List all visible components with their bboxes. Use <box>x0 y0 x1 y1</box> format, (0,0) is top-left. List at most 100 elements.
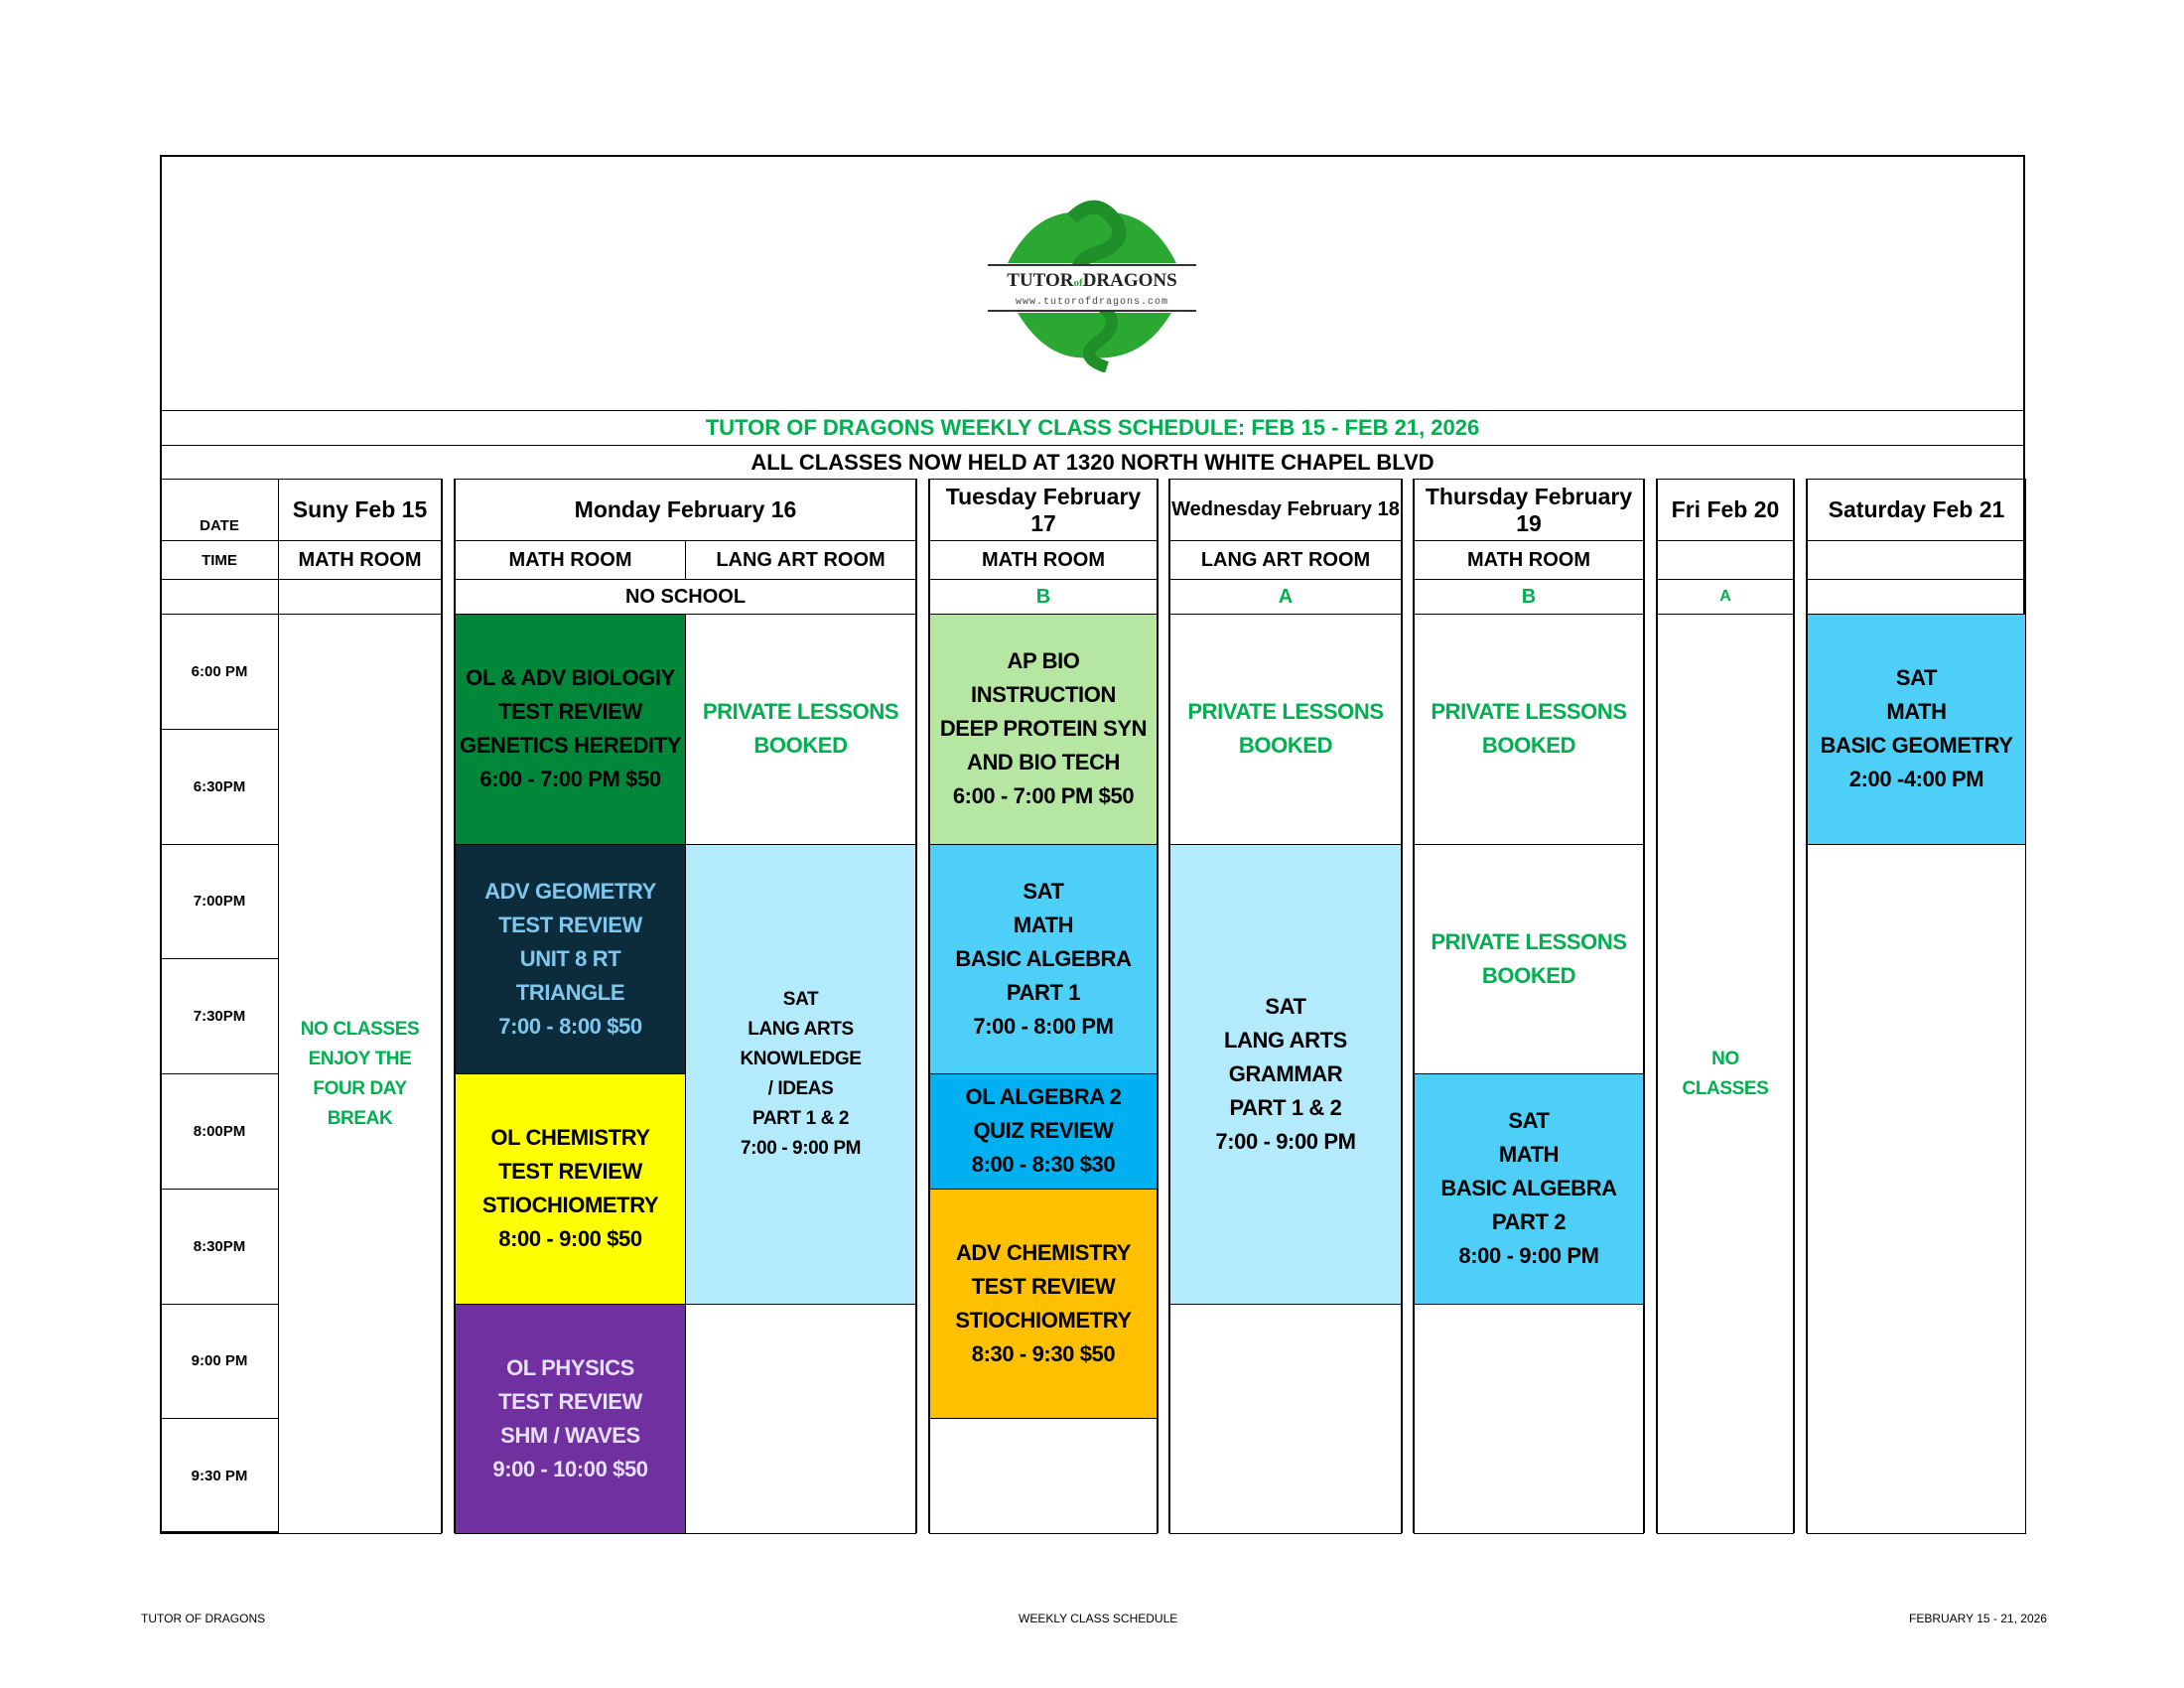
address-banner: ALL CLASSES NOW HELD AT 1320 NORTH WHITE… <box>160 445 2025 480</box>
class-block: ADV GEOMETRY TEST REVIEW UNIT 8 RT TRIANGLE… <box>455 843 686 1074</box>
class-block-line: LANG ARTS <box>748 1018 854 1040</box>
class-block-line: / IDEAS <box>767 1077 834 1099</box>
class-block-line: MATH <box>1886 699 1947 725</box>
class-block-line: 7:00 - 8:00 PM <box>973 1013 1114 1039</box>
class-block: SAT MATH BASIC ALGEBRA PART 1 7:00 - 8:00 PM <box>929 843 1158 1074</box>
class-block-line: PART 1 & 2 <box>1229 1094 1342 1120</box>
day-header-sat: Saturday Feb 21 <box>1807 479 2026 541</box>
time-slot-label: 6:00 PM <box>160 614 279 730</box>
class-block-line: SAT <box>1023 878 1064 904</box>
class-block-line: PART 1 & 2 <box>751 1107 849 1129</box>
class-block-line: INSTRUCTION <box>971 682 1116 708</box>
empty-slot <box>1807 843 2026 1534</box>
class-block-line: BOOKED <box>1238 733 1333 759</box>
class-block-line: 8:00 - 9:00 $50 <box>498 1226 642 1252</box>
day-header-thu: Thursday February 19 <box>1414 479 1644 541</box>
class-block-line: OL ALGEBRA 2 <box>965 1084 1122 1110</box>
class-block-line: GRAMMAR <box>1228 1060 1343 1086</box>
day-header-mon: Monday February 16 <box>455 479 916 541</box>
time-slot-label: 7:30PM <box>160 958 279 1074</box>
class-block-line: MATH <box>1498 1142 1560 1168</box>
class-block-line: BASIC GEOMETRY <box>1820 733 2013 759</box>
class-block-line: OL PHYSICS <box>506 1354 634 1380</box>
dragon-logo-icon: TUTORofDRAGONS www.tutorofdragons.com <box>988 200 1196 373</box>
time-slot-label: 8:00PM <box>160 1073 279 1190</box>
room-wed: LANG ART ROOM <box>1169 540 1402 580</box>
class-block-line: PRIVATE LESSONS <box>702 699 899 725</box>
column-divider <box>1157 479 1170 1533</box>
room-tue: MATH ROOM <box>929 540 1158 580</box>
class-block-line: BREAK <box>327 1107 393 1129</box>
room-sat <box>1807 540 2026 580</box>
time-label: TIME <box>160 540 279 580</box>
label-blank <box>160 579 279 615</box>
class-block-line: 7:00 - 9:00 PM <box>740 1137 862 1159</box>
column-divider <box>1401 479 1415 1533</box>
class-block-line: OL & ADV BIOLOGIY <box>466 665 675 691</box>
class-block-line: PRIVATE LESSONS <box>1431 928 1627 954</box>
class-block-line: TRIANGLE <box>515 979 625 1005</box>
class-block-line: SHM / WAVES <box>500 1422 640 1448</box>
class-block-line: MATH <box>1013 912 1074 937</box>
tutor-of-dragons-logo: TUTORofDRAGONS www.tutorofdragons.com <box>978 194 1206 373</box>
class-block-line: 6:00 - 7:00 PM $50 <box>479 767 661 792</box>
day-header-sun: Suny Feb 15 <box>278 479 442 541</box>
class-block-line: KNOWLEDGE <box>740 1048 862 1069</box>
class-block-line: STIOCHIOMETRY <box>955 1308 1132 1333</box>
class-block-line: TEST REVIEW <box>498 1159 642 1185</box>
class-block-line: 8:00 - 9:00 PM <box>1458 1243 1599 1269</box>
svg-text:TUTORofDRAGONS: TUTORofDRAGONS <box>1007 270 1176 291</box>
column-divider <box>915 479 930 1533</box>
class-block-line: CLASSES <box>1682 1077 1769 1099</box>
class-block-line: NO CLASSES <box>300 1018 420 1040</box>
class-block-line: NO <box>1711 1048 1739 1069</box>
class-block-line: SAT <box>1895 665 1938 691</box>
group-code-sun <box>278 579 442 615</box>
class-block-line: ADV GEOMETRY <box>484 878 656 904</box>
class-block-line: 9:00 - 10:00 $50 <box>492 1456 648 1481</box>
room-fri <box>1657 540 1794 580</box>
class-block-line: 6:00 - 7:00 PM $50 <box>952 783 1135 809</box>
class-block-line: FOUR DAY <box>313 1077 407 1099</box>
time-slot-label: 9:30 PM <box>160 1418 279 1534</box>
column-divider <box>1793 479 1808 1533</box>
schedule-title: TUTOR OF DRAGONS WEEKLY CLASS SCHEDULE: … <box>160 410 2025 446</box>
class-block-line: BASIC ALGEBRA <box>1440 1176 1617 1201</box>
room-mon-lang: LANG ART ROOM <box>685 540 916 580</box>
empty-slot <box>1414 1303 1644 1534</box>
date-label: DATE <box>160 479 279 541</box>
class-block-line: 7:00 - 9:00 PM <box>1215 1128 1356 1154</box>
group-code-sat <box>1807 579 2026 615</box>
class-block: SAT LANG ARTS KNOWLEDGE / IDEAS PART 1 & 2 7:… <box>685 843 916 1305</box>
class-block-line: UNIT 8 RT <box>519 945 621 971</box>
room-mon-math: MATH ROOM <box>455 540 686 580</box>
class-block-line: SAT <box>782 988 819 1010</box>
time-slot-label: 6:30PM <box>160 728 279 845</box>
column-divider <box>1643 479 1658 1533</box>
group-code-fri: A <box>1657 579 1794 615</box>
empty-slot <box>929 1418 1158 1534</box>
class-block-line: PRIVATE LESSONS <box>1431 699 1627 725</box>
class-block-line: BASIC ALGEBRA <box>955 945 1132 971</box>
group-code-tue: B <box>929 579 1158 615</box>
group-code-thu: B <box>1414 579 1644 615</box>
class-block-line: TEST REVIEW <box>498 699 642 725</box>
class-block-line: ADV CHEMISTRY <box>955 1240 1132 1265</box>
class-block-line: TEST REVIEW <box>498 912 642 937</box>
class-block-line: DEEP PROTEIN SYN <box>939 716 1148 742</box>
class-block-line: OL CHEMISTRY <box>490 1125 650 1151</box>
empty-slot <box>685 1303 916 1534</box>
time-slot-label: 8:30PM <box>160 1188 279 1305</box>
class-block-line: 8:00 - 8:30 $30 <box>971 1152 1116 1178</box>
class-block-line: PART 1 <box>1006 979 1081 1005</box>
class-block-line: BOOKED <box>753 733 848 759</box>
